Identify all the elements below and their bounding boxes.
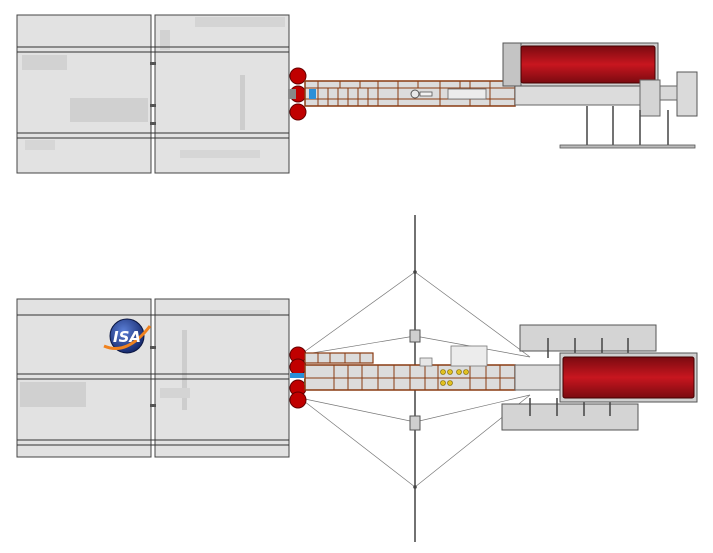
truss-top <box>304 80 516 107</box>
panel-shade <box>195 17 285 27</box>
panel-shade <box>70 98 148 122</box>
end-block <box>676 71 698 117</box>
mast-node <box>413 270 417 274</box>
joint <box>289 391 307 409</box>
boom <box>514 84 641 106</box>
agency-logo: ISA <box>103 318 152 354</box>
truss-bays <box>317 81 491 106</box>
joints-side <box>289 346 318 409</box>
panel-hinge <box>150 62 156 65</box>
antenna-mast <box>299 215 531 542</box>
truss-side <box>304 345 516 391</box>
panel-hinge <box>150 104 156 107</box>
propellant-tank <box>562 356 695 399</box>
joint <box>289 67 307 85</box>
tank-assembly-top <box>502 42 698 149</box>
side-view: ISA <box>16 215 698 542</box>
mast-collar <box>409 329 421 343</box>
lower-boom-plate <box>501 403 639 431</box>
panel-shade <box>200 310 270 316</box>
panel-hinge <box>150 122 156 125</box>
tank-end-housing <box>639 79 661 117</box>
panel-shade <box>22 55 67 70</box>
panel-shade <box>160 30 170 50</box>
logo-swoosh <box>103 325 152 350</box>
mast-node <box>413 485 417 489</box>
blue-module <box>309 89 316 99</box>
end-connector <box>659 85 678 101</box>
panel-shade <box>182 330 187 410</box>
solar-array-top <box>16 14 290 174</box>
tank-assembly-side <box>501 324 698 431</box>
joint <box>289 103 307 121</box>
panel-hinge <box>150 404 156 407</box>
payload-box <box>450 345 488 367</box>
panel-shade <box>25 140 55 150</box>
panel-shade <box>240 75 245 130</box>
panel-shade <box>160 388 190 398</box>
landing-legs-top <box>559 106 696 149</box>
panel-shade <box>20 382 86 407</box>
port-ring <box>410 89 420 99</box>
tank-housing-side <box>502 42 522 87</box>
joint-bracket <box>288 89 296 99</box>
joint <box>289 358 307 376</box>
panel-hinge <box>150 346 156 349</box>
yellow-instruments <box>440 369 469 386</box>
panel-shade <box>180 150 260 158</box>
payload-box <box>419 357 433 367</box>
payload-box <box>447 88 487 100</box>
upper-rail <box>304 352 374 364</box>
blue-module <box>290 373 304 378</box>
upper-boom-plate <box>519 324 657 352</box>
propellant-tank <box>520 45 656 84</box>
top-view <box>16 14 698 174</box>
solar-array-side <box>16 298 290 458</box>
port-latch <box>419 91 433 97</box>
solar-panel-2 <box>154 14 290 174</box>
mast-collar <box>409 415 421 431</box>
boom <box>514 364 564 391</box>
joints-top <box>288 67 307 121</box>
logo-globe <box>109 318 145 354</box>
truss-bays <box>317 353 501 390</box>
logo-text: ISA <box>113 328 141 346</box>
solar-panel-4 <box>154 298 290 458</box>
